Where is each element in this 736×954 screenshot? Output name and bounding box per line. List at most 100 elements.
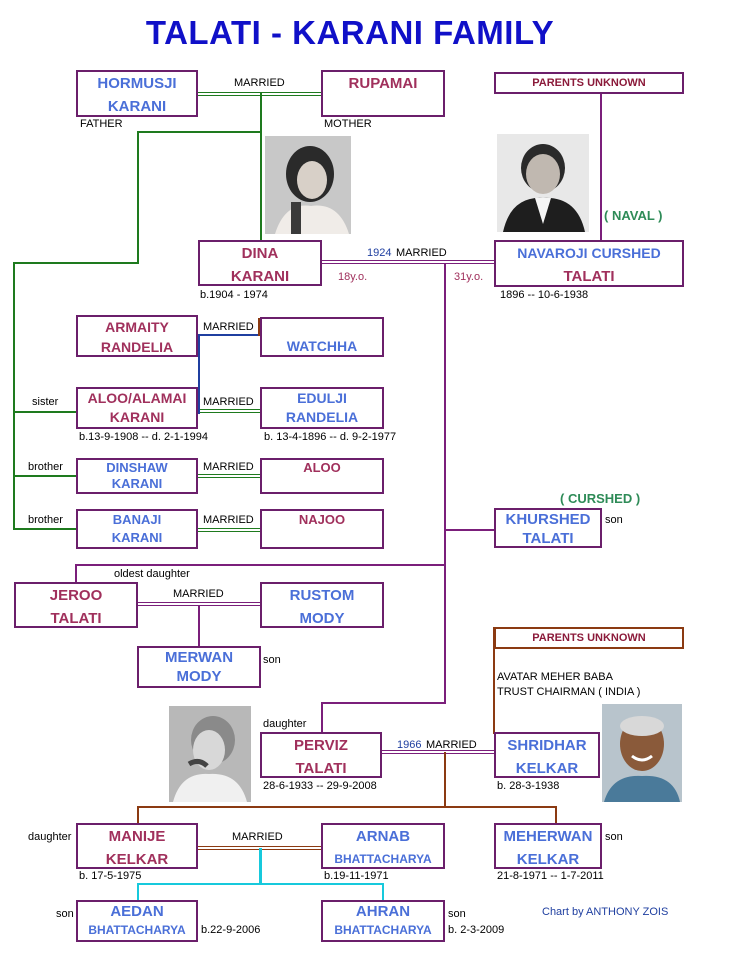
name-line: KHURSHED: [505, 511, 591, 528]
person-edulji-randelia: EDULJI RANDELIA: [260, 387, 384, 429]
name-line: RUSTOM: [289, 587, 355, 604]
connector-line: [198, 334, 260, 336]
name-line: KARANI: [230, 268, 290, 285]
dates-label: b. 17-5-1975: [79, 870, 142, 882]
married-label: MARRIED: [426, 739, 477, 751]
name-line: SHRIDHAR: [507, 737, 587, 754]
brother-label: brother: [28, 514, 63, 526]
person-dina-karani: DINA KARANI: [198, 240, 322, 286]
name-line: DINA: [241, 245, 279, 262]
connector-line: [259, 848, 262, 884]
sister-label: sister: [32, 396, 59, 408]
connector-line: [321, 702, 323, 734]
name-line: TALATI: [50, 610, 102, 627]
connector-line: [198, 334, 200, 414]
connector-line: [137, 806, 139, 824]
name-line: AEDAN: [110, 903, 164, 920]
portrait-image: [497, 134, 589, 232]
connector-line: [493, 627, 495, 734]
name-line: BHATTACHARYA: [334, 852, 432, 866]
name-line: TALATI: [563, 268, 615, 285]
married-label: MARRIED: [396, 247, 447, 259]
name-line: BHATTACHARYA: [88, 923, 186, 937]
name-line: KELKAR: [515, 760, 579, 777]
person-merwan-mody: MERWAN MODY: [137, 646, 261, 688]
parents-unknown-talati: PARENTS UNKNOWN: [494, 72, 684, 94]
name-line: MEHERWAN: [503, 828, 593, 845]
connector-line: [198, 474, 260, 478]
connector-line: [13, 262, 139, 264]
connector-line: [555, 806, 557, 824]
parents-unknown-kelkar: PARENTS UNKNOWN: [494, 627, 684, 649]
dates-label: 28-6-1933 -- 29-9-2008: [263, 780, 377, 792]
curshed-note: ( CURSHED ): [560, 491, 641, 506]
connector-line: [137, 806, 557, 808]
name-line: ALOO/ALAMAI: [87, 390, 187, 406]
name-line: KARANI: [107, 98, 167, 115]
name-line: RANDELIA: [100, 339, 174, 355]
name-line: HORMUSJI: [97, 75, 177, 92]
father-label: FATHER: [80, 118, 123, 130]
name-line: NAJOO: [298, 512, 346, 527]
connector-line: [13, 411, 77, 413]
name-line: MODY: [176, 668, 222, 685]
connector-line: [137, 131, 261, 133]
person-navaroji-talati: NAVAROJI CURSHED TALATI: [494, 240, 684, 287]
connector-line: [600, 93, 602, 242]
connector-line: [137, 883, 139, 901]
name-line: RUPAMAI: [348, 75, 418, 92]
connector-line: [137, 883, 383, 885]
photo-perviz-talati: [169, 706, 251, 802]
dates-label: 1896 -- 10-6-1938: [500, 289, 589, 301]
connector-line: [198, 409, 260, 413]
connector-line: [444, 752, 446, 807]
person-shridhar-kelkar: SHRIDHAR KELKAR: [494, 732, 600, 778]
person-hormusji-karani: HORMUSJI KARANI: [76, 70, 198, 117]
person-armaity-randelia: ARMAITY RANDELIA: [76, 315, 198, 357]
dates-label: 21-8-1971 -- 1-7-2011: [497, 870, 604, 882]
name-line: ARMAITY: [105, 319, 169, 335]
married-label: MARRIED: [203, 396, 254, 408]
married-label: MARRIED: [203, 514, 254, 526]
dates-label: b. 2-3-2009: [448, 924, 505, 936]
age-label: 31y.o.: [454, 271, 484, 283]
marriage-year: 1966: [397, 739, 422, 751]
dates-label: b. 28-3-1938: [497, 780, 560, 792]
married-label: MARRIED: [203, 321, 254, 333]
person-banaji-karani: BANAJI KARANI: [76, 509, 198, 549]
dates-label: b.1904 - 1974: [200, 289, 268, 301]
son-label: son: [56, 908, 74, 920]
connector-line: [198, 528, 260, 532]
person-rupamai: RUPAMAI: [321, 70, 445, 117]
person-aloo-alamai-karani: ALOO/ALAMAI KARANI: [76, 387, 198, 429]
son-label: son: [263, 654, 281, 666]
connector-line: [322, 260, 496, 264]
person-aedan-bhattacharya: AEDAN BHATTACHARYA: [76, 900, 198, 942]
photo-navaroji-talati: [497, 134, 589, 232]
name-line: AHRAN: [355, 903, 411, 920]
son-label: son: [605, 514, 623, 526]
connector-line: [444, 263, 446, 703]
name-line: PERVIZ: [294, 737, 348, 754]
person-watchha: WATCHHA: [260, 317, 384, 357]
connector-line: [13, 528, 77, 530]
name-line: BHATTACHARYA: [334, 923, 432, 937]
name-line: WATCHHA: [286, 338, 358, 354]
dates-label: b.13-9-1908 -- d. 2-1-1994: [79, 431, 209, 443]
connector-line: [321, 702, 446, 704]
connector-line: [198, 605, 200, 646]
married-label: MARRIED: [232, 831, 283, 843]
brother-label: brother: [28, 461, 63, 473]
name-line: BANAJI: [112, 512, 162, 527]
name-line: KELKAR: [105, 851, 169, 868]
name-line: DINSHAW: [106, 460, 168, 475]
oldest-daughter-label: oldest daughter: [114, 568, 190, 580]
photo-shridhar-kelkar: [602, 704, 682, 802]
portrait-image: [169, 706, 251, 802]
dates-label: b.19-11-1971: [324, 870, 389, 882]
connector-line: [444, 529, 496, 531]
connector-line: [260, 93, 262, 242]
person-khurshed-talati: KHURSHED TALATI: [494, 508, 602, 548]
person-dinshaw-karani: DINSHAW KARANI: [76, 458, 198, 494]
daughter-label: daughter: [263, 718, 307, 730]
